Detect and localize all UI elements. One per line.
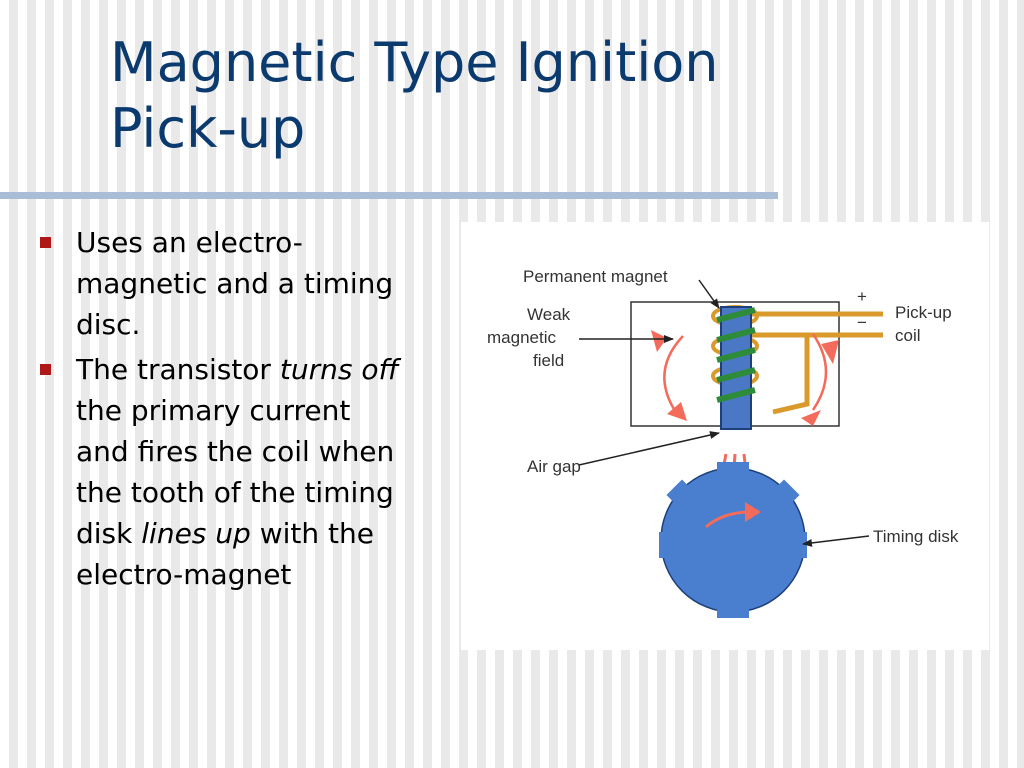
slide-title: Magnetic Type Ignition Pick-up xyxy=(110,30,990,162)
label-pickup-line-1: Pick-up xyxy=(895,303,952,322)
field-arrow-left xyxy=(663,335,684,415)
bullet-item-1: Uses an electro-magnetic and a timing di… xyxy=(36,222,406,345)
label-timing-disk: Timing disk xyxy=(873,527,959,546)
lead-wire-return xyxy=(746,332,810,415)
square-bullet-icon xyxy=(40,237,51,248)
title-line-2: Pick-up xyxy=(110,97,306,160)
leader-air-gap xyxy=(578,431,720,466)
label-minus: − xyxy=(857,313,867,332)
rotation-arrowhead xyxy=(745,502,761,522)
diagram-svg: Permanent magnet Weak magnetic field + −… xyxy=(487,267,959,618)
label-plus: + xyxy=(857,287,867,306)
ignition-pickup-diagram: Permanent magnet Weak magnetic field + −… xyxy=(461,222,989,650)
bullet-text-2b: the primary current and fires the coil w… xyxy=(76,394,395,550)
leader-timing-disk xyxy=(802,535,870,547)
bullet-item-2: The transistor turns off the primary cur… xyxy=(36,349,406,595)
timing-disk xyxy=(659,462,807,618)
coil-winding xyxy=(716,307,756,403)
label-permanent-magnet: Permanent magnet xyxy=(523,267,668,286)
field-arrowhead xyxy=(821,340,839,364)
bullet-text-1: Uses an electro-magnetic and a timing di… xyxy=(76,226,394,341)
bullet-emphasis-lines-up: lines up xyxy=(141,517,251,550)
bullet-text-2c: with the electro-magnet xyxy=(76,517,374,591)
bullet-text-2a: The transistor xyxy=(76,353,280,386)
label-weak-line-1: Weak xyxy=(527,305,571,324)
label-weak-line-3: field xyxy=(533,351,564,370)
title-divider xyxy=(0,192,778,199)
field-arrow-right xyxy=(811,333,828,411)
label-air-gap: Air gap xyxy=(527,457,581,476)
bullet-emphasis-turns-off: turns off xyxy=(279,353,399,386)
bullet-list: Uses an electro-magnetic and a timing di… xyxy=(36,222,406,599)
field-arrowhead xyxy=(801,410,821,426)
field-arrowhead xyxy=(667,402,687,421)
label-pickup-line-2: coil xyxy=(895,326,921,345)
field-arrowhead xyxy=(651,330,667,352)
permanent-magnet-bar xyxy=(720,306,752,430)
label-weak-line-2: magnetic xyxy=(487,328,556,347)
leader-permanent-magnet xyxy=(698,279,720,309)
square-bullet-icon xyxy=(40,364,51,375)
title-line-1: Magnetic Type Ignition xyxy=(110,31,719,94)
